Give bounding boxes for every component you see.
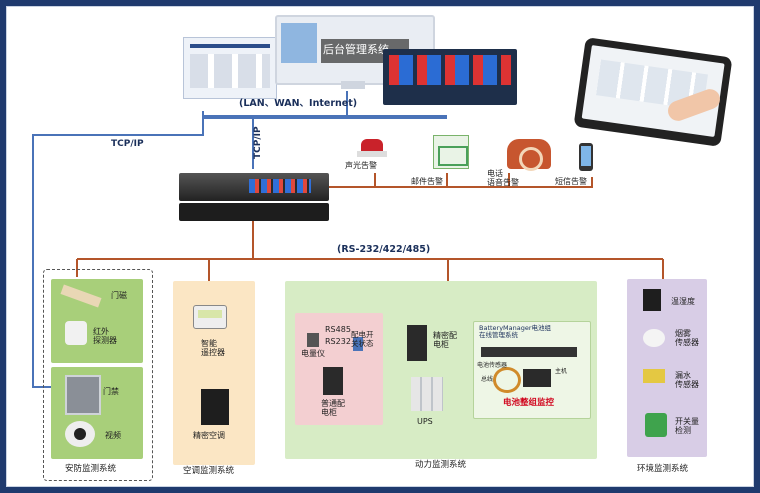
alarm-label-2: 电话 语音告警: [487, 169, 519, 188]
power-battery-small1: 电池传感器: [477, 362, 508, 369]
security-item-0: 门磁: [111, 291, 127, 300]
battery-host-icon: [481, 347, 577, 357]
hvac-item-1: 精密空调: [193, 431, 225, 440]
security-item-2: 门禁: [103, 387, 119, 396]
power-battery-small3: 主机: [555, 368, 568, 375]
power-dist-cabinet: 普通配 电柜: [321, 399, 345, 418]
alarm-label-1: 邮件告警: [411, 177, 443, 186]
precision-cabinet-icon: [407, 325, 427, 361]
power-switch: 配电开 关状态: [351, 330, 374, 348]
monitoring-host: [179, 173, 329, 221]
alarm-label-0: 声光告警: [345, 161, 377, 170]
env-item-3: 开关量 检测: [675, 417, 699, 436]
backend-label: 后台管理系统: [323, 43, 389, 56]
alarm-label-3: 短信告警: [555, 177, 587, 186]
alarm-line: [329, 177, 593, 188]
tcpip-left-line: [32, 117, 204, 388]
power-meter-icon: [307, 333, 319, 347]
diagram-canvas: 后台管理系统 (LAN、WAN、Internet) TCP/IP TCP/IP …: [6, 6, 754, 487]
rs-bus-label: (RS-232/422/485): [337, 244, 431, 255]
hvac-item-0: 智能 遥控器: [201, 339, 225, 358]
dashboard-screen-left: [183, 37, 277, 99]
infrared-detector-icon: [65, 321, 87, 345]
access-control-icon: [65, 375, 101, 415]
power-rs485: RS485: [325, 325, 351, 334]
ups-icon: [411, 377, 443, 411]
mobile-phone-icon: [579, 143, 593, 171]
env-item-0: 温湿度: [671, 297, 695, 306]
leak-sensor-icon: [643, 369, 665, 383]
env-item-1: 烟雾 传感器: [675, 329, 699, 348]
power-precision-cabinet: 精密配 电柜: [433, 331, 457, 350]
power-ups: UPS: [417, 417, 433, 426]
power-battery-title: BatteryManager电池组 在线管理系统: [479, 324, 552, 340]
power-battery-small2: 总线: [481, 376, 494, 383]
hvac-title: 空调监测系统: [183, 466, 235, 476]
power-meter: 电量仪: [301, 349, 325, 358]
security-title: 安防监测系统: [65, 464, 117, 474]
precision-ac-icon: [201, 389, 229, 425]
env-panel: [627, 279, 707, 457]
env-item-2: 漏水 传感器: [675, 371, 699, 390]
security-system-group: [43, 269, 153, 481]
battery-icon: [523, 369, 551, 387]
email-icon: [433, 135, 469, 169]
telephone-icon: [507, 139, 551, 171]
power-rs232: RS232: [325, 337, 351, 346]
switch-detect-icon: [645, 413, 667, 437]
siren-icon: [357, 135, 387, 157]
env-title: 环境监测系统: [637, 464, 689, 474]
smoke-sensor-icon: [643, 329, 665, 347]
security-item-1: 红外 探测器: [93, 327, 117, 346]
dist-cabinet-icon: [323, 367, 343, 395]
smart-remote-icon: [193, 305, 227, 329]
battery-sensor-icon: [493, 367, 521, 393]
switch-status-icon: [353, 337, 363, 351]
security-item-3: 视频: [105, 431, 121, 440]
lan-bus-label: (LAN、WAN、Internet): [239, 98, 358, 109]
power-title: 动力监测系统: [415, 460, 467, 470]
camera-icon: [65, 421, 95, 447]
connection-lines: [32, 91, 664, 388]
temp-humidity-icon: [643, 289, 661, 311]
tcpip-vertical-label: TCP/IP: [253, 126, 263, 159]
dashboard-screen-right: [383, 49, 517, 105]
power-battery-label: 电池整组监控: [503, 398, 555, 408]
tcpip-left-label: TCP/IP: [111, 139, 144, 149]
